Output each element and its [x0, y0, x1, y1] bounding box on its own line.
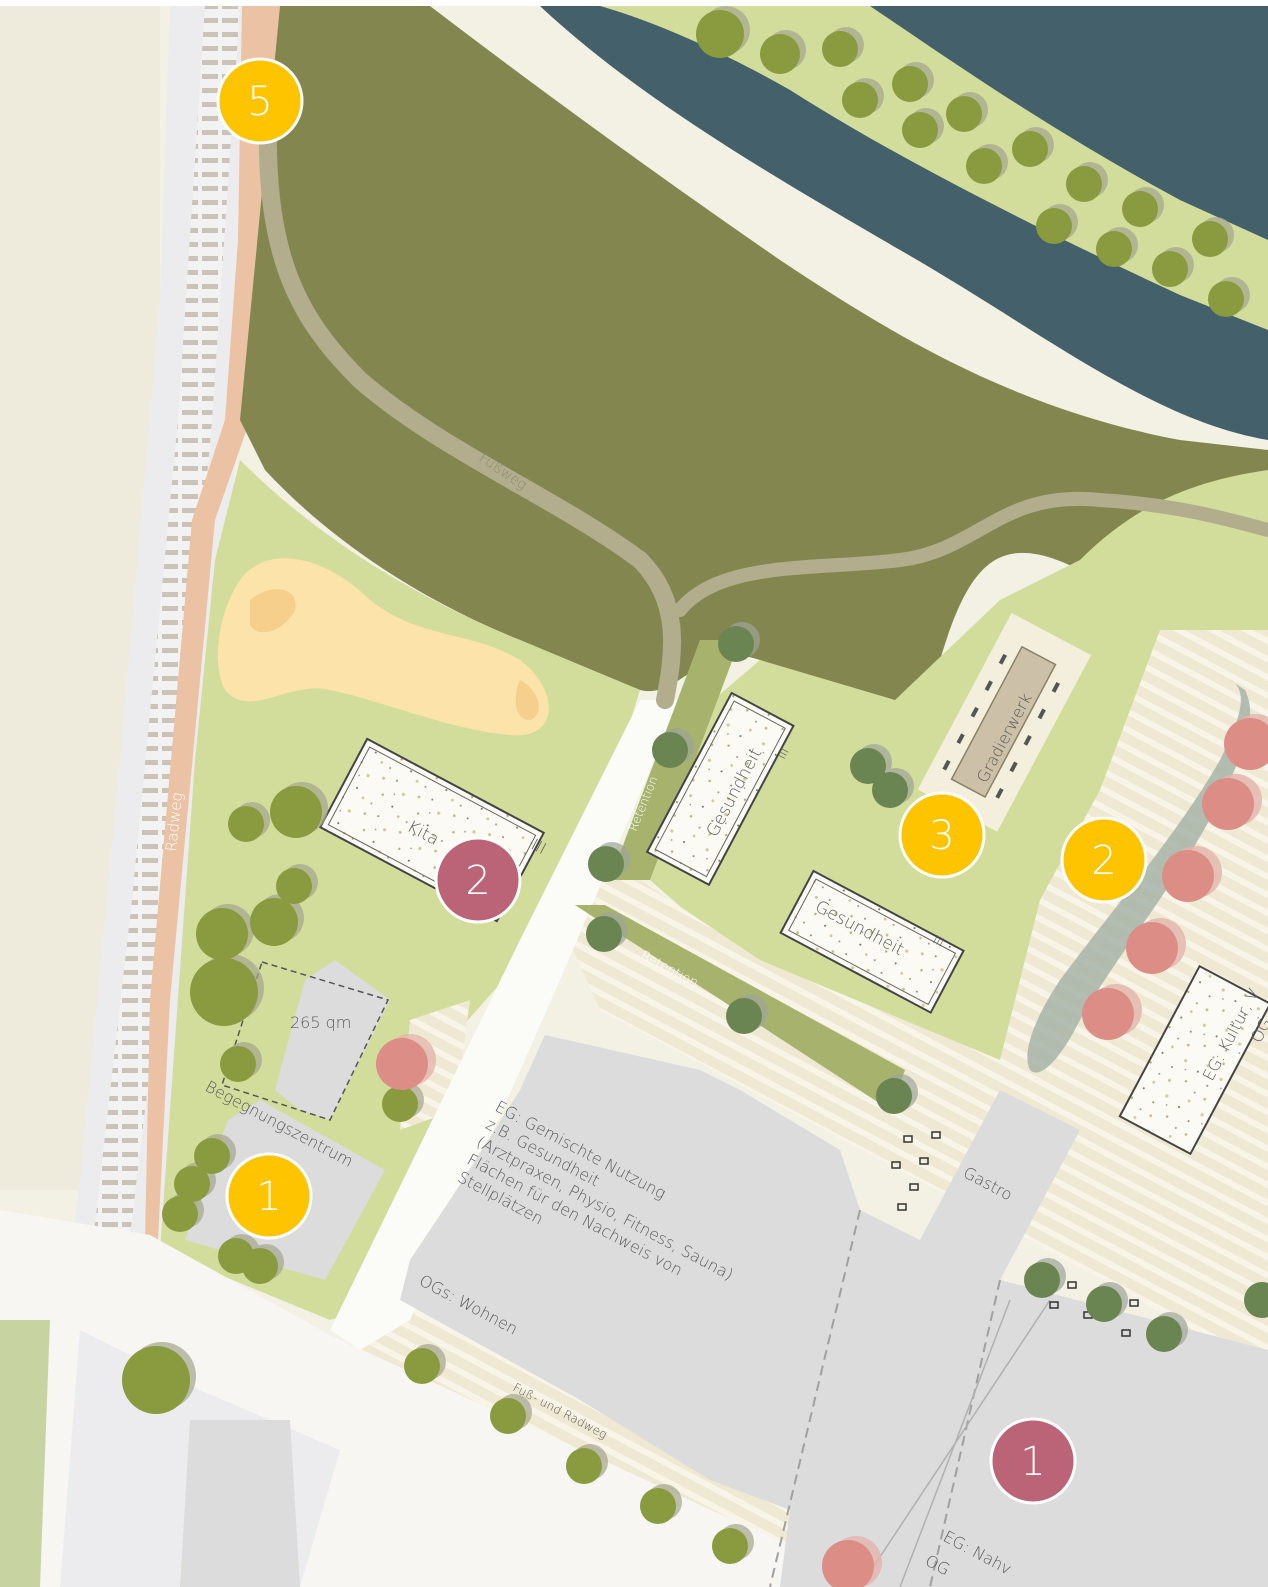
- marker-1-label: 1: [256, 1174, 281, 1220]
- marker-1-yellow[interactable]: 1: [225, 1152, 313, 1240]
- building-kultur: [1118, 964, 1268, 1156]
- marker-2-mauve[interactable]: 2: [434, 836, 522, 924]
- plaza-east: [560, 630, 1268, 1380]
- marker-1-mauve-label: 1: [1020, 1439, 1045, 1485]
- footpath[interactable]: [258, 111, 682, 709]
- marker-2-label: 2: [1091, 838, 1116, 884]
- trees-olive: [122, 6, 1250, 1564]
- footpath-east[interactable]: [673, 491, 1268, 617]
- building-gradierwerk: [917, 612, 1092, 832]
- sand-highlight: [250, 589, 296, 633]
- road-markings: [48, 6, 240, 1587]
- building-gesundheit-1: [645, 691, 795, 887]
- marker-5-label: 5: [247, 79, 272, 125]
- marker-3-label: 3: [929, 813, 954, 859]
- outline-265qm: [221, 961, 390, 1121]
- trees-dark: [586, 622, 1268, 1352]
- trees-red: [376, 714, 1268, 1587]
- building-265qm: [275, 960, 390, 1120]
- bike-racks: [891, 1131, 1139, 1337]
- sand-play-area: [217, 558, 549, 736]
- marker-2-mauve-label: 2: [465, 858, 490, 904]
- forest: [240, 6, 1268, 710]
- southwest-building: [180, 1420, 300, 1587]
- marker-5-yellow[interactable]: 5: [216, 57, 304, 145]
- building-joint-2: [929, 1279, 1001, 1587]
- marker-2-yellow[interactable]: 2: [1060, 816, 1148, 904]
- label-265qm: 265 qm: [290, 1013, 351, 1032]
- building-gastro: [920, 1090, 1080, 1280]
- building-joint-1: [769, 1209, 861, 1587]
- bike-lane: [145, 6, 282, 1240]
- left-grass-corner: [0, 1320, 50, 1587]
- river: [440, 6, 1268, 440]
- building-joint-3: [859, 1299, 1051, 1587]
- sand-highlight-2: [515, 680, 539, 720]
- top-edge: [0, 0, 1268, 6]
- building-gesundheit-2: [779, 869, 965, 1014]
- marker-3-yellow[interactable]: 3: [898, 791, 986, 879]
- water-swale: [1027, 680, 1251, 1073]
- marker-1-mauve[interactable]: 1: [989, 1417, 1077, 1505]
